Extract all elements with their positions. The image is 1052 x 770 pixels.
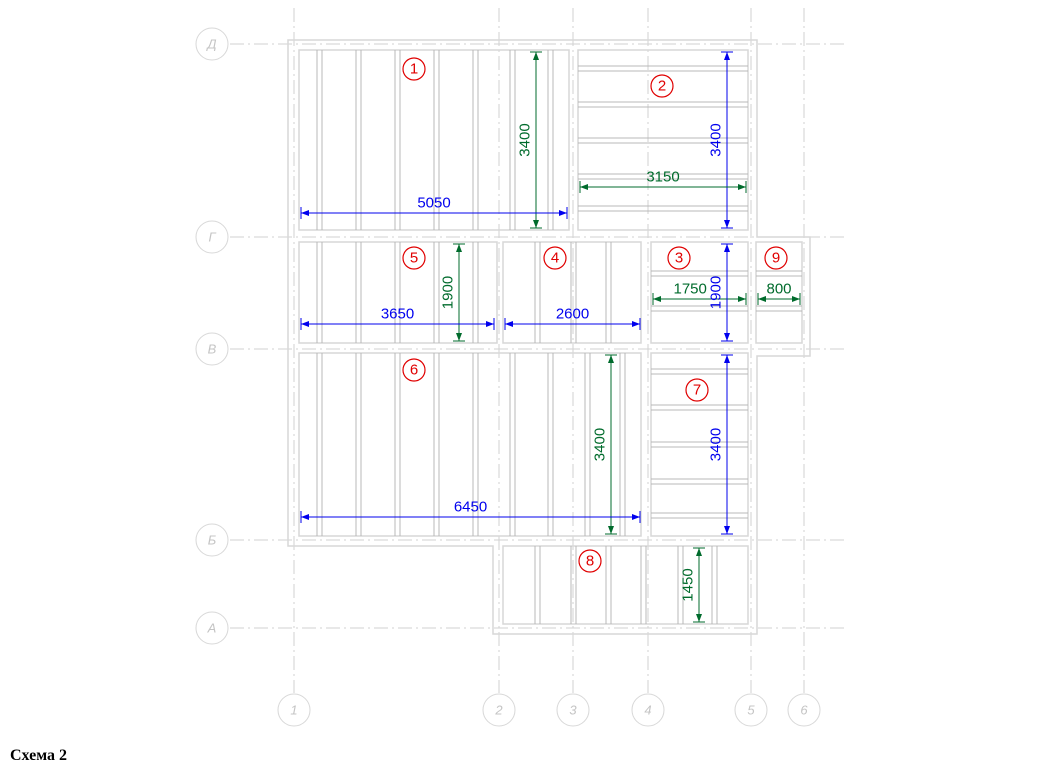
svg-text:2: 2 — [658, 78, 666, 95]
dimension-room7-height: 3400 — [708, 354, 733, 535]
svg-text:3: 3 — [675, 250, 683, 267]
room-number-6: 6 — [402, 358, 426, 382]
dimension-label: 3400 — [592, 428, 609, 461]
room-number-1: 1 — [402, 57, 426, 81]
room-numbers: 1 2 3 4 5 6 7 8 9 — [402, 57, 788, 573]
dimension-label: 3400 — [517, 123, 534, 156]
axis-circle — [195, 332, 229, 366]
dimension-label: 1900 — [440, 276, 457, 309]
axis-label-col: 5 — [747, 703, 755, 718]
room-number-3: 3 — [667, 246, 691, 270]
joists — [316, 50, 802, 624]
axis-circle — [195, 220, 229, 254]
room-number-8: 8 — [578, 549, 602, 573]
svg-text:4: 4 — [551, 250, 559, 267]
axis-label-col: 4 — [644, 703, 651, 718]
dimension-room5-height: 1900 — [440, 243, 465, 342]
dimension-label: 2600 — [556, 306, 589, 323]
axis-label-col: 1 — [290, 703, 297, 718]
axis-label-row: Г — [208, 230, 216, 245]
axis-label-row: В — [208, 342, 217, 357]
dimension-label: 800 — [766, 281, 791, 298]
room-number-2: 2 — [650, 74, 674, 98]
joists-room-7 — [651, 368, 748, 519]
room-number-5: 5 — [402, 246, 426, 270]
joists-room-4 — [534, 242, 612, 343]
svg-text:6: 6 — [410, 362, 418, 379]
axis-label-col: 2 — [494, 703, 503, 718]
dimension-room6-width: 6450 — [300, 499, 641, 523]
axis-circle — [482, 693, 516, 727]
dimension-label: 5050 — [417, 195, 450, 212]
room-number-9: 9 — [764, 246, 788, 270]
joists-room-3 — [651, 270, 748, 312]
axis-circle — [195, 27, 229, 61]
axis-circle — [734, 693, 768, 727]
axis-label-row: Б — [208, 533, 217, 548]
joists-room-6 — [316, 353, 626, 536]
joists-room-5 — [316, 242, 479, 343]
axis-circle — [277, 693, 311, 727]
axis-circle — [631, 693, 665, 727]
dimension-room1-width: 5050 — [300, 195, 568, 219]
axis-label-row: Д — [205, 37, 216, 52]
axis-label-col: 3 — [569, 703, 577, 718]
dimension-room5-width: 3650 — [300, 306, 495, 330]
grid-lines — [230, 8, 845, 693]
axis-label-row: А — [207, 621, 217, 636]
dimension-room8-height: 1450 — [680, 547, 705, 623]
axis-circle — [195, 611, 229, 645]
dimension-room4-width: 2600 — [504, 306, 641, 330]
svg-text:1: 1 — [410, 61, 418, 78]
dimension-room2-height: 3400 — [708, 51, 733, 229]
svg-text:9: 9 — [772, 250, 780, 267]
dimension-room6-height: 3400 — [592, 354, 617, 535]
room-number-4: 4 — [543, 246, 567, 270]
joists-room-8 — [534, 546, 718, 624]
dimension-label: 3400 — [708, 428, 725, 461]
dimension-room3-width: 1750 — [652, 281, 747, 305]
row-axis-labels: Д Г В Б А — [195, 27, 229, 645]
column-axis-labels: 1 2 3 4 5 6 — [277, 693, 821, 727]
axis-circle — [787, 693, 821, 727]
svg-text:8: 8 — [586, 553, 594, 570]
joists-room-2 — [578, 65, 748, 212]
dimension-label: 1900 — [708, 276, 725, 309]
axis-label-col: 6 — [800, 703, 808, 718]
axis-circle — [556, 693, 590, 727]
axis-circle — [195, 523, 229, 557]
dimension-room2-width: 3150 — [579, 169, 747, 193]
room-number-7: 7 — [685, 378, 709, 402]
joists-room-9 — [756, 270, 802, 312]
diagram-caption: Схема 2 — [10, 747, 68, 764]
dimension-label: 3400 — [708, 123, 725, 156]
svg-text:5: 5 — [410, 250, 418, 267]
walls — [287, 39, 811, 635]
dimension-room9-width: 800 — [757, 281, 801, 305]
dimension-label: 3650 — [381, 306, 414, 323]
dimension-label: 6450 — [454, 499, 487, 516]
svg-text:7: 7 — [693, 382, 701, 399]
dimension-room1-height: 3400 — [517, 51, 542, 229]
dimension-label: 1450 — [680, 568, 697, 601]
joists-room-1 — [316, 50, 554, 230]
dimension-room3-height: 1900 — [708, 243, 733, 342]
dimension-label: 3150 — [646, 169, 679, 186]
dimension-label: 1750 — [674, 281, 707, 298]
